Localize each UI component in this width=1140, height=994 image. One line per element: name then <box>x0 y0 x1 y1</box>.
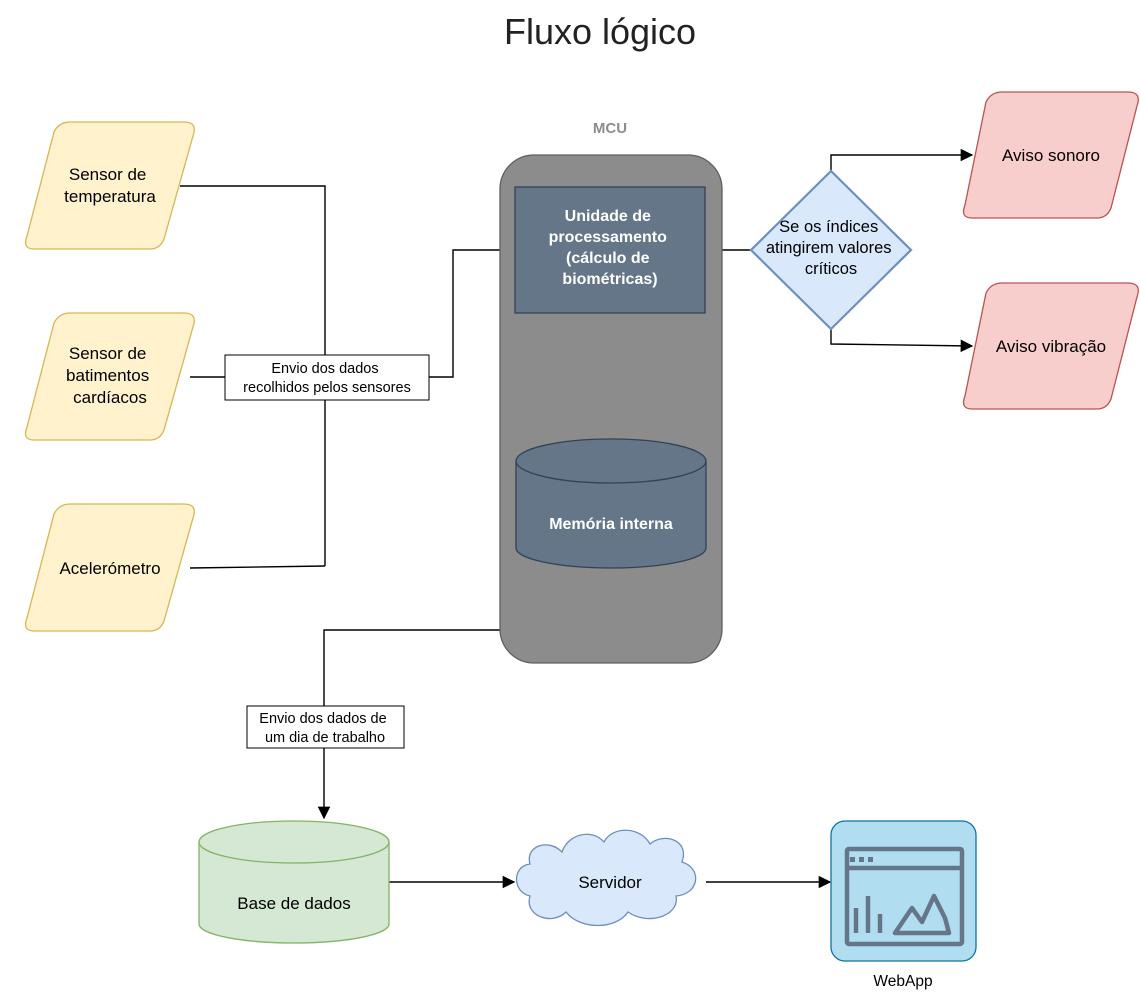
webapp-dashboard-icon <box>844 846 965 947</box>
internal-memory: Memória interna <box>515 438 707 569</box>
database: Base de dados <box>198 820 390 944</box>
processing-unit-label-1: Unidade de <box>565 208 651 225</box>
processing-unit: Unidade de processamento (cálculo de bio… <box>514 186 706 314</box>
sensor-heartbeat-label-2: batimentos <box>66 366 149 385</box>
decision-critical-values: Se os índices atingirem valores críticos <box>749 169 913 331</box>
edge-decision-to-vibration <box>830 329 974 353</box>
sensor-temperature-label-2: temperatura <box>64 187 156 206</box>
edge-label-database-line-2: um dia de trabalho <box>265 730 385 746</box>
svg-text:Sensor de batimentos: Sensor de batimentos cardíacos <box>66 344 154 407</box>
edge-label-sensors-to-mcu: Envio dos dados recolhidos pelos sensore… <box>224 354 430 401</box>
svg-text:Unidade de processamento: Unidade de processamento (cálculo de bio… <box>549 208 672 288</box>
internal-memory-label: Memória interna <box>549 516 673 533</box>
sensor-heartbeat-label-1: Sensor de <box>69 344 147 363</box>
processing-unit-label-4: biométricas) <box>562 271 657 288</box>
sensor-temperature-label-1: Sensor de <box>69 165 147 184</box>
edge-label-database-line-1: Envio dos dados de <box>259 711 386 727</box>
edge-label-mcu-to-database: Envio dos dados de um dia de trabalho <box>246 705 405 749</box>
edge-label-sensors-line-2: recolhidos pelos sensores <box>243 380 411 396</box>
sensor-heartbeat: Sensor de batimentos cardíacos <box>24 312 195 441</box>
edge-temperature-bus <box>180 185 326 566</box>
sensor-accelerometer-label: Acelerómetro <box>59 559 160 578</box>
server-label: Servidor <box>578 873 642 892</box>
alert-sound-label: Aviso sonoro <box>1002 146 1100 165</box>
webapp: WebApp <box>830 820 977 990</box>
sensor-accelerometer: Acelerómetro <box>24 503 195 632</box>
diagram-title: Fluxo lógico <box>504 11 696 52</box>
webapp-label: WebApp <box>873 973 932 990</box>
edge-label-sensors-line-1: Envio dos dados <box>271 361 378 377</box>
svg-text:Envio dos dados de um di: Envio dos dados de um dia de trabalho <box>259 711 390 746</box>
mcu-label: MCU <box>593 120 627 137</box>
server: Servidor <box>515 829 697 926</box>
processing-unit-label-3: (cálculo de <box>566 250 650 267</box>
decision-label-2: atingirem valores <box>766 239 892 257</box>
alert-vibration: Aviso vibração <box>962 282 1139 410</box>
edge-decision-to-sound <box>830 148 974 171</box>
decision-label-1: Se os índices <box>779 218 878 236</box>
svg-text:Sensor de temperatura: Sensor de temperatura <box>64 165 156 206</box>
svg-text:Envio dos dados recolhid: Envio dos dados recolhidos pelos sensore… <box>243 361 411 396</box>
processing-unit-label-2: processamento <box>549 229 667 246</box>
sensor-temperature: Sensor de temperatura <box>24 121 195 250</box>
decision-label-3: críticos <box>805 260 857 278</box>
sensor-heartbeat-label-3: cardíacos <box>73 388 147 407</box>
alert-sound: Aviso sonoro <box>962 91 1139 219</box>
webapp-window-dots <box>850 857 873 862</box>
alert-vibration-label: Aviso vibração <box>996 337 1106 356</box>
database-label: Base de dados <box>237 894 350 913</box>
svg-text:Se os índices atingirem: Se os índices atingirem valores críticos <box>766 218 896 278</box>
edge-accelerometer-bus <box>189 565 326 569</box>
